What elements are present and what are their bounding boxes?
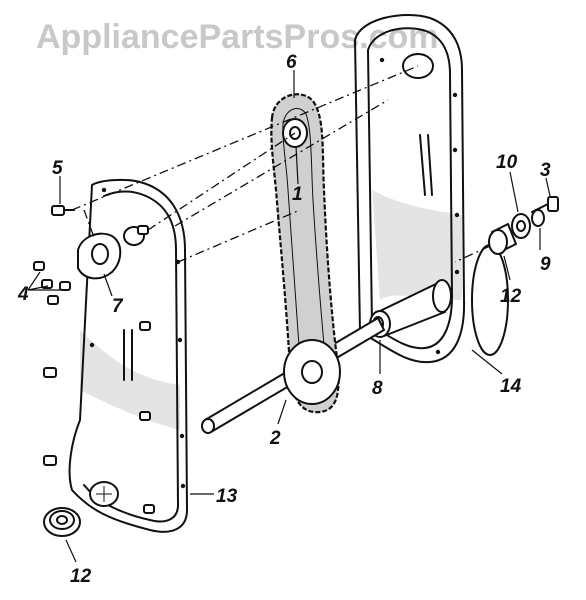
callout-5: 5	[52, 158, 63, 179]
right-hardware	[488, 209, 545, 255]
drive-chain	[270, 93, 341, 414]
bolt-icon	[41, 279, 53, 289]
bolt-icon	[47, 295, 59, 305]
callout-12-right: 12	[500, 286, 522, 307]
callout-10: 10	[496, 152, 518, 173]
left-chain-housing	[68, 178, 188, 533]
bearing-plate	[77, 226, 145, 280]
bolt-icon	[59, 281, 71, 291]
callout-6: 6	[286, 52, 297, 73]
right-chain-housing	[354, 14, 509, 364]
callout-12-left: 12	[70, 566, 92, 587]
bolt-icon	[143, 504, 155, 514]
leader-lines	[27, 70, 551, 563]
callout-2: 2	[269, 428, 281, 449]
callout-1: 1	[292, 184, 303, 205]
washer-icon	[531, 209, 545, 227]
callout-8: 8	[372, 378, 383, 399]
bolt-icon	[33, 261, 45, 271]
bolt-icon	[43, 367, 57, 378]
bolt-icon	[139, 321, 151, 331]
callout-7: 7	[112, 296, 124, 317]
callout-3: 3	[540, 160, 551, 181]
assembly-lines	[71, 65, 491, 263]
bolts	[33, 196, 559, 514]
bolt-icon	[51, 205, 75, 216]
bolt-icon	[137, 225, 149, 235]
callout-13: 13	[216, 486, 238, 507]
watermark-text: AppliancePartsPros.com	[36, 18, 438, 56]
bolt-icon	[139, 411, 151, 421]
callout-4: 4	[17, 284, 29, 305]
left-flange-nut	[43, 507, 81, 537]
callout-9: 9	[540, 254, 551, 275]
callouts: 1 2 3 4 5 6 7 8 9 10 12 12 13 14	[17, 52, 551, 587]
callout-14: 14	[500, 376, 522, 397]
bolt-icon	[43, 455, 57, 466]
